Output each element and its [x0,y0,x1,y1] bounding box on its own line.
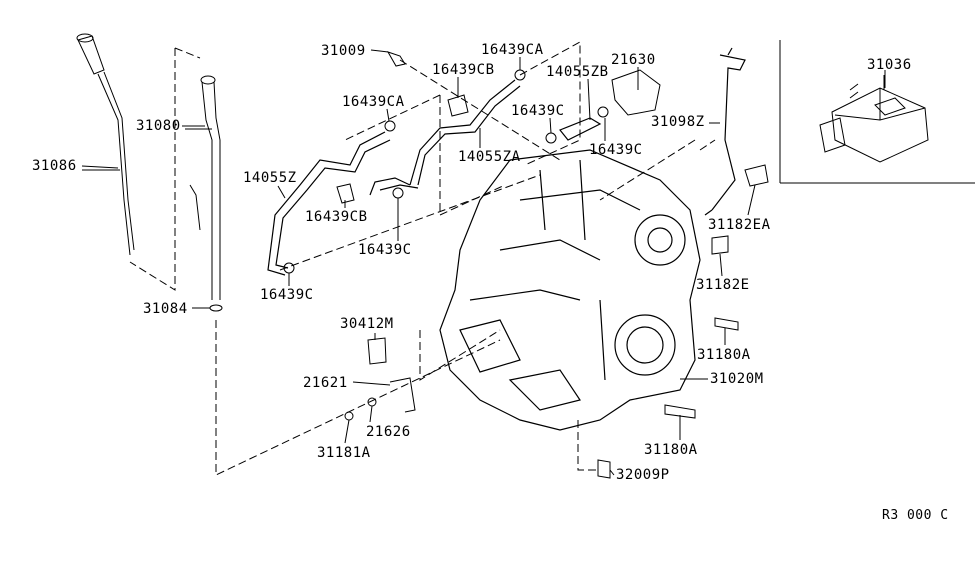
part-label-14055z: 14055Z [243,170,297,186]
leader-lines [81,49,885,476]
part-label-32009p: 32009P [616,467,670,483]
part-label-16439ca: 16439CA [342,94,405,110]
part-label-16439c: 16439C [589,142,643,158]
part-label-31181a: 31181A [317,445,371,461]
part-label-31182ea: 31182EA [708,217,771,233]
control-module-part [819,70,929,163]
dipstick-part [76,33,135,256]
dipstick-tube-part [185,75,223,312]
part-label-14055zb: 14055ZB [546,64,609,80]
guide-lines [129,41,716,476]
part-label-31180a: 31180A [644,442,698,458]
part-label-21626: 21626 [366,424,411,440]
part-label-31036: 31036 [867,57,912,73]
part-label-31086: 31086 [32,158,77,174]
part-label-16439c: 16439C [358,242,412,258]
part-label-31084: 31084 [143,301,188,317]
part-label-31009: 31009 [321,43,366,59]
part-label-14055za: 14055ZA [458,149,521,165]
transmission-assembly [439,149,701,431]
part-label-31098z: 31098Z [651,114,705,130]
part-label-21621: 21621 [303,375,348,391]
part-label-30412m: 30412M [340,316,394,332]
part-label-16439c: 16439C [511,103,565,119]
part-label-21630: 21630 [611,52,656,68]
part-label-16439cb: 16439CB [305,209,368,225]
part-label-31080: 31080 [136,118,181,134]
part-label-16439ca: 16439CA [481,42,544,58]
part-label-16439c: 16439C [260,287,314,303]
part-label-16439cb: 16439CB [432,62,495,78]
inset-frame [779,40,975,184]
diagram-code: R3 000 C [882,508,949,523]
part-label-31020m: 31020M [710,371,764,387]
part-label-31182e: 31182E [696,277,750,293]
part-label-31180a: 31180A [697,347,751,363]
oil-cooler-hoses [267,47,746,276]
